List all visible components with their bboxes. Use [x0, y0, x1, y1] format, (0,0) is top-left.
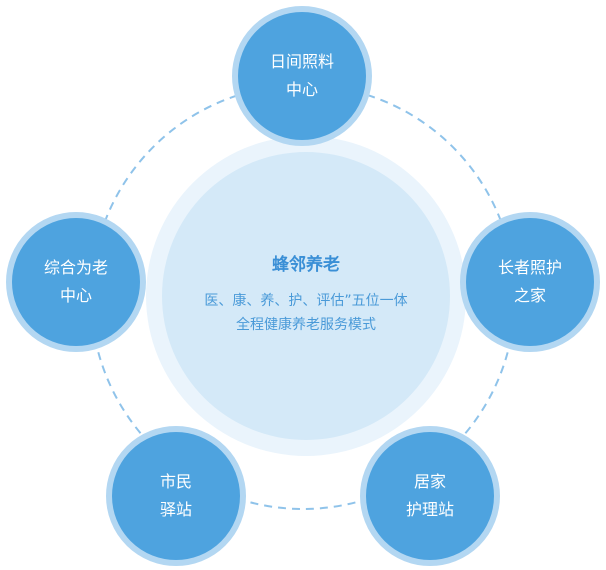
node-label-line-1: 市民: [159, 472, 192, 491]
center-title: 蜂邻养老: [272, 254, 340, 275]
node-citizen-station: 市民 驿站: [106, 426, 246, 566]
node-home-nursing-station: 居家 护理站: [360, 426, 500, 566]
node-label-line-1: 长者照护: [497, 258, 562, 277]
node-label-line-1: 日间照料: [269, 52, 334, 71]
node-comprehensive-elderly-center: 综合为老 中心: [6, 212, 146, 352]
node-label-line-2: 驿站: [159, 500, 192, 519]
node-label-line-2: 护理站: [405, 500, 454, 519]
node-label-line-1: 居家: [413, 472, 446, 491]
node-day-care-center: 日间照料 中心: [232, 6, 372, 146]
center-subtitle-line-2: 全程健康养老服务模式: [236, 316, 376, 333]
node-label-line-1: 综合为老: [43, 258, 108, 277]
center-subtitle-line-1: 医、康、养、护、评估”五位一体: [204, 292, 408, 309]
node-label-line-2: 之家: [513, 286, 546, 305]
node-label-line-2: 中心: [285, 80, 318, 99]
center-text: 蜂邻养老 医、康、养、护、评估”五位一体 全程健康养老服务模式: [162, 152, 450, 440]
node-elderly-care-home: 长者照护 之家: [460, 212, 600, 352]
center-circle: [162, 152, 450, 440]
node-label-line-2: 中心: [59, 286, 92, 305]
